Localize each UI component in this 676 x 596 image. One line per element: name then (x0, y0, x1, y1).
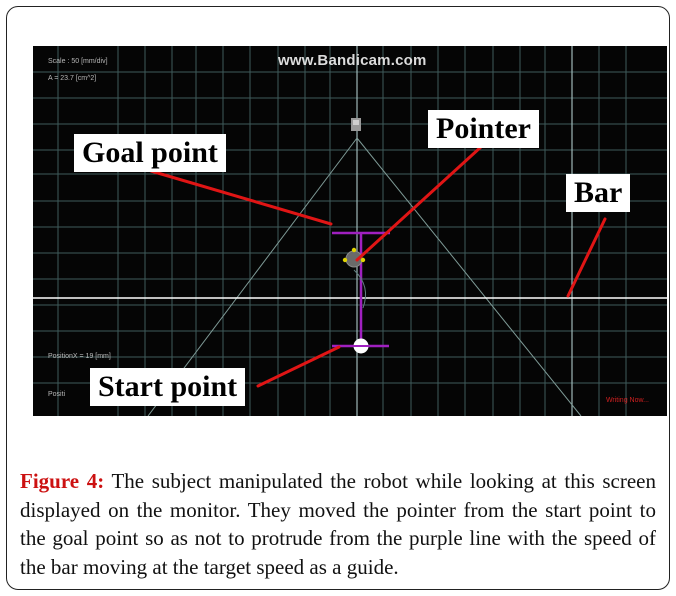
figure-caption-label: Figure 4: (20, 469, 105, 493)
pointer-trajectory (353, 269, 366, 309)
bar-label: Bar (566, 174, 631, 212)
pointer-icon (342, 247, 366, 268)
recording-status: Writing Now... (605, 397, 649, 404)
position-readout: PositionX = 19 [mm] (48, 353, 111, 360)
bright-grid-lines (356, 46, 573, 416)
start-point-label: Start point (90, 368, 246, 406)
robot-base-icon (351, 118, 361, 131)
pointer-label: Pointer (428, 110, 539, 148)
scale-readout: Scale : 50 [mm/div] (48, 58, 108, 65)
goal-point-label: Goal point (74, 134, 226, 172)
area-readout: A = 23.7 [cm^2] (48, 75, 97, 82)
cone-right-edge (356, 137, 582, 416)
screen-graphics (33, 46, 667, 416)
recorder-watermark: www.Bandicam.com (278, 52, 427, 69)
position-readout-partial: Positi (48, 391, 66, 398)
annotation-lines (149, 144, 607, 388)
start-point-icon (353, 338, 369, 354)
figure-caption-text: The subject manipulated the robot while … (20, 469, 656, 579)
monitor-screenshot: Scale : 50 [mm/div] A = 23.7 [cm^2] Posi… (33, 46, 667, 416)
figure-caption: Figure 4: The subject manipulated the ro… (20, 467, 656, 581)
grid (33, 46, 667, 416)
purple-path (332, 231, 390, 348)
